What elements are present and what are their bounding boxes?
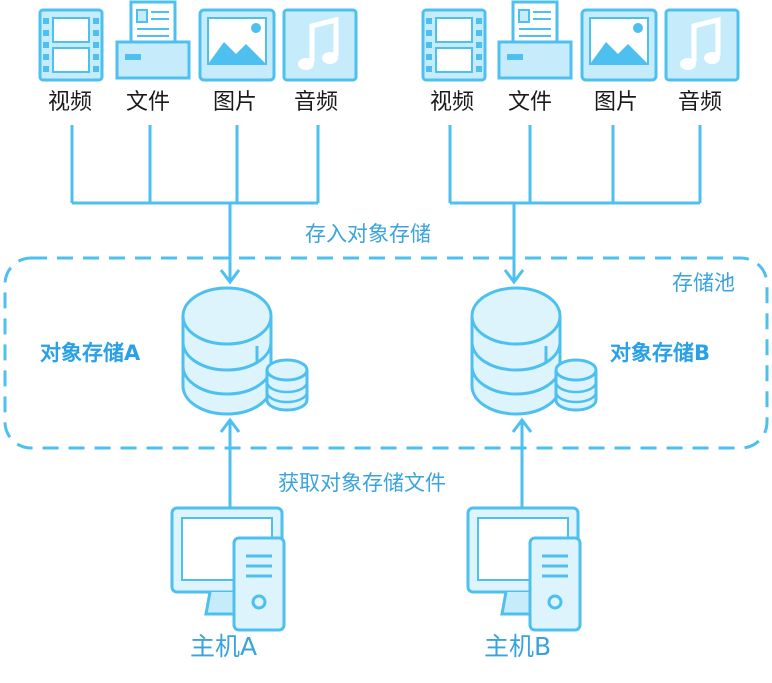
database-b-icon xyxy=(470,286,598,416)
storage-a-label: 对象存储A xyxy=(40,341,141,365)
audio-file-icon xyxy=(282,8,358,82)
file-type-label-image: 图片 xyxy=(213,90,258,115)
file-type-label-video: 视频 xyxy=(48,90,93,115)
host-computer-b-icon xyxy=(466,506,582,632)
host-b-label: 主机B xyxy=(484,632,552,661)
storage-pool-boundary xyxy=(3,256,769,450)
retrieve-arrow-a xyxy=(219,417,241,512)
image-file-icon xyxy=(580,8,658,82)
storage-pool-label: 存储池 xyxy=(672,271,735,295)
file-type-label-document: 文件 xyxy=(126,90,171,115)
connector-lines-a xyxy=(70,125,320,285)
database-a-icon xyxy=(181,286,309,416)
retrieve-arrow-b xyxy=(511,417,533,512)
connector-lines-b xyxy=(448,125,702,285)
host-computer-a-icon xyxy=(170,506,286,632)
file-type-label-audio: 音频 xyxy=(678,90,723,115)
document-file-icon xyxy=(497,0,573,80)
file-type-label-video: 视频 xyxy=(430,90,475,115)
file-type-label-image: 图片 xyxy=(594,90,639,115)
video-file-icon xyxy=(38,8,104,82)
file-type-label-document: 文件 xyxy=(508,90,553,115)
store-in-flow-label: 存入对象存储 xyxy=(305,222,431,246)
retrieve-flow-label: 获取对象存储文件 xyxy=(278,471,446,495)
storage-b-label: 对象存储B xyxy=(610,341,711,365)
video-file-icon xyxy=(421,8,487,82)
audio-file-icon xyxy=(664,8,740,82)
host-a-label: 主机A xyxy=(190,632,258,661)
file-type-label-audio: 音频 xyxy=(294,90,339,115)
image-file-icon xyxy=(198,8,276,82)
document-file-icon xyxy=(115,0,191,80)
